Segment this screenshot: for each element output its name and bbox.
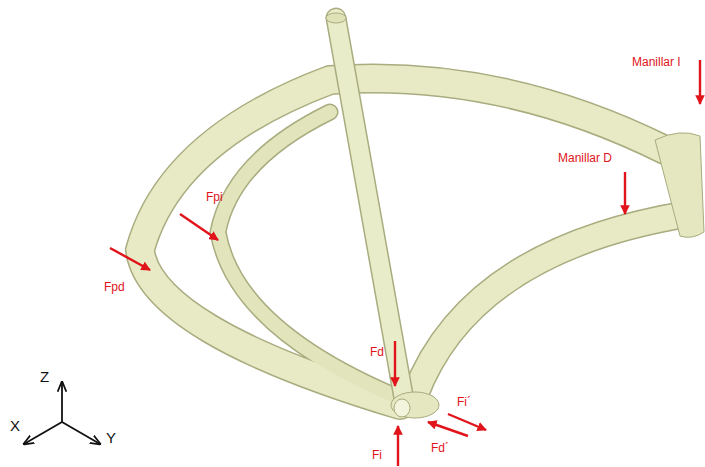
frame-tubes [140, 18, 688, 405]
load-label: Fi [372, 449, 382, 461]
bottom-bracket [391, 392, 439, 418]
load-label: Fpi [206, 191, 223, 203]
load-label: Manillar I [632, 56, 681, 68]
axis-triad [24, 382, 100, 444]
load-label: Manillar D [558, 152, 612, 164]
axis-label: X [10, 418, 20, 433]
axis-label: Z [40, 369, 49, 384]
force-arrows [110, 60, 700, 466]
load-label: Fd´ [431, 442, 449, 454]
load-label: Fd [370, 346, 384, 358]
head-tube [655, 133, 704, 238]
load-label: Fpd [104, 281, 125, 293]
axis-label: Y [106, 430, 116, 445]
load-label: Fi´ [457, 396, 471, 408]
